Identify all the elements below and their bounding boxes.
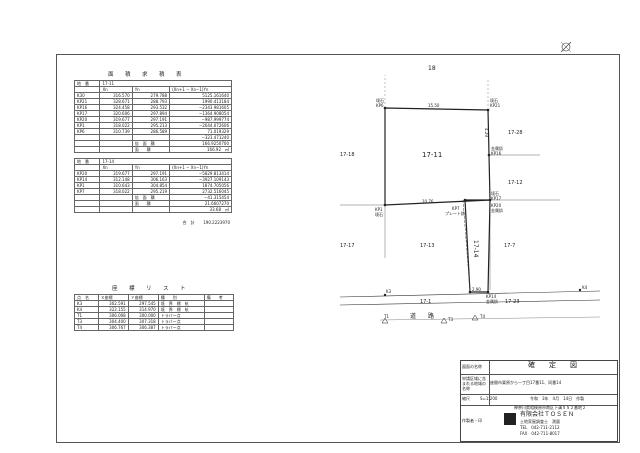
area-value: 座間市栗原から一丁目17番11、同番14: [490, 380, 562, 385]
company-name: 有限会社ＴＯＳＥＮ: [520, 411, 575, 418]
scale-value: S=1:200: [480, 396, 498, 401]
point-label: KP21: [490, 103, 501, 108]
point-mark: 境石: [491, 191, 499, 196]
company-address: 神奈川県相模原市南区下溝５５２番地２: [514, 405, 586, 410]
point-label: KP7: [452, 206, 460, 211]
table-row: 合 計 190.2223970: [182, 220, 230, 225]
lot-label: 17-23: [505, 299, 520, 305]
maker-label: 作製者・印: [462, 418, 482, 423]
dim-label: 15.50: [428, 103, 440, 108]
point-label: T3: [448, 317, 453, 322]
point-label: KP17: [491, 196, 502, 201]
point-label: K4: [582, 285, 588, 290]
point-label: KP6: [376, 103, 384, 108]
dim-label: 10.76: [422, 199, 434, 204]
lot-label: 17-1: [420, 299, 432, 305]
point-mark: 境石: [376, 98, 384, 103]
coord-list-title: 座 標 リ ス ト: [112, 286, 189, 292]
point-mark: 境石: [490, 98, 498, 103]
page-number: 18: [428, 65, 436, 72]
point-mark: プレート鋲: [445, 211, 465, 216]
title-block: [460, 360, 618, 442]
company-logo-icon: [504, 413, 516, 425]
point-mark: 金属鋲: [486, 299, 498, 304]
survey-points: [383, 106, 582, 297]
drawing-name-label: 図面の名称: [462, 364, 482, 369]
area-calc-title: 面 積 求 積 表: [108, 72, 185, 78]
point-label: KP14: [486, 294, 497, 299]
road-label: 道 路: [410, 313, 435, 320]
traverse-points: [381, 314, 479, 324]
point-mark: 金属鋲: [491, 146, 503, 151]
lot-label: 17-28: [508, 130, 523, 136]
drawing-name: 確 定 図: [528, 361, 577, 369]
point-label: KP20: [491, 203, 502, 208]
area-total: 合 計 190.2223970: [74, 220, 232, 225]
company-fax: FAX 042-711-8017: [520, 431, 560, 436]
point-label: KP16: [491, 151, 502, 156]
dim-label: 2.90: [472, 287, 481, 292]
area-label: 申請区域に含まれる地域の名称: [462, 376, 486, 391]
drawing-frame: [56, 54, 620, 443]
point-label: T4: [480, 314, 485, 319]
lot-label: 17-14: [472, 240, 479, 258]
point-mark: 境石: [375, 212, 383, 217]
point-label: KP1: [375, 207, 383, 212]
lot-label-main: 17-11: [422, 151, 443, 159]
company-sub: 土地家屋調査士 測量: [520, 419, 560, 424]
point-mark: 金属鋲: [491, 208, 503, 213]
date-value: 令和 3年 4月 14日 作製: [530, 396, 585, 401]
lot-label: 17-12: [508, 180, 523, 186]
lot-label: 17-7: [504, 243, 516, 249]
scale-label: 縮尺: [462, 396, 470, 401]
north-arrow-icon: [560, 41, 572, 53]
point-label: K3: [386, 289, 392, 294]
lot-label: 17-13: [420, 243, 435, 249]
point-label: T1: [384, 314, 389, 319]
table-row: 33.68 ㎡: [73, 206, 232, 213]
dim-label: 4.29: [484, 128, 489, 137]
lot-label: 17-18: [340, 152, 355, 158]
lot-label: 17-17: [340, 243, 355, 249]
company-tel: TEL 042-711-2112: [520, 425, 560, 430]
